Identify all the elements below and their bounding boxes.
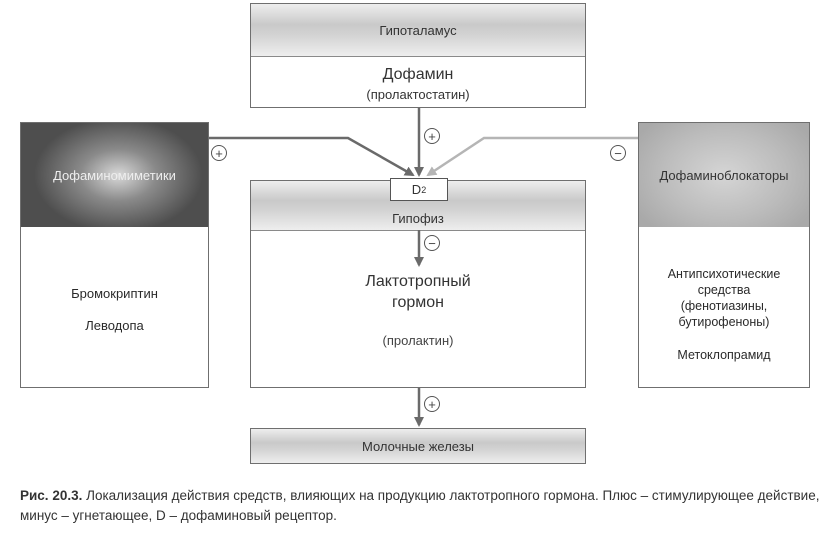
hormone-line: Лактотропный (365, 273, 471, 290)
plus-sign-bottom: + (424, 396, 440, 412)
drug-levodopa: Леводопа (85, 318, 144, 333)
pituitary-box: Гипофиз Лактотропный гормон (пролактин) (250, 180, 586, 388)
hypothalamus-title: Гипоталамус (251, 4, 585, 57)
dopamine-blockers-title: Дофаминоблокаторы (639, 123, 809, 227)
arrow-blockers-to-receptor (426, 136, 638, 177)
antipsychotics-line: бутирофеноны) (678, 315, 770, 329)
caption-text: Локализация действия средств, влияющих н… (20, 488, 820, 523)
drug-metoclopramide: Метоклопрамид (677, 348, 771, 362)
mammary-glands-box: Молочные железы (250, 428, 586, 464)
plus-sign-top: + (424, 128, 440, 144)
antipsychotics-line: средства (697, 283, 751, 297)
minus-sign-right: − (610, 145, 626, 161)
caption-label: Рис. 20.3. (20, 488, 83, 503)
antipsychotics-line: (фенотиазины, (680, 299, 768, 313)
mammary-glands-title: Молочные железы (251, 429, 585, 463)
drug-bromocriptine: Бромокриптин (71, 286, 158, 301)
hypothalamus-box: Гипоталамус Дофамин (пролактостатин) (250, 3, 586, 108)
lactotropic-hormone-label: Лактотропный гормон (251, 271, 585, 313)
minus-sign-middle: − (424, 235, 440, 251)
hormone-line: гормон (391, 294, 444, 311)
dopamine-label: Дофамин (382, 66, 454, 83)
dopamine-mimetics-box: Дофаминомиметики Бромокриптин Леводопа (20, 122, 209, 388)
receptor-letter: D (411, 182, 422, 197)
dopamine-mimetics-title: Дофаминомиметики (21, 123, 208, 227)
arrow-mimetics-to-receptor (209, 136, 415, 177)
dopamine-note: (пролактостатин) (366, 87, 470, 102)
antipsychotics-line: Антипсихотические (667, 267, 781, 281)
dopamine-blockers-box: Дофаминоблокаторы Антипсихотические сред… (638, 122, 810, 388)
drug-antipsychotics: Антипсихотические средства (фенотиазины,… (639, 266, 809, 330)
prolactin-note: (пролактин) (382, 333, 454, 348)
receptor-subscript: 2 (421, 184, 427, 195)
plus-sign-left: + (211, 145, 227, 161)
figure-caption: Рис. 20.3. Локализация действия средств,… (20, 486, 820, 526)
